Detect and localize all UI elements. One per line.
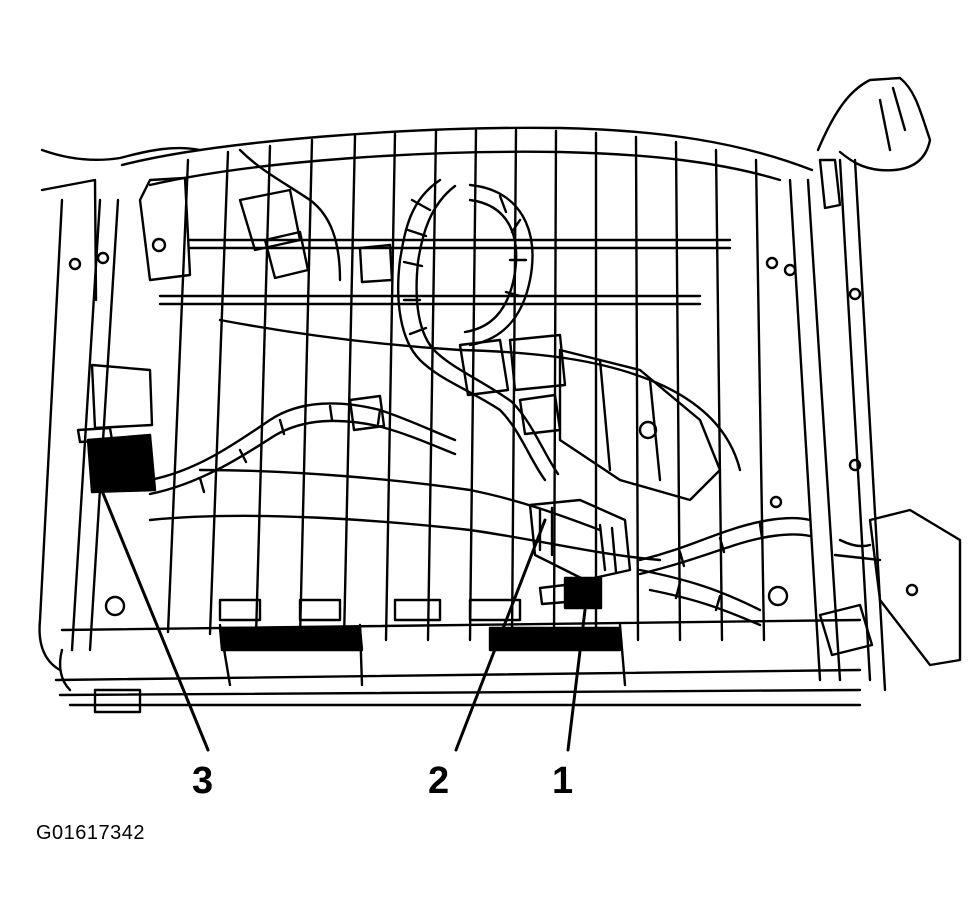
wiring-harness-front-2: [640, 534, 810, 574]
cross-tube-upper: [160, 296, 700, 304]
cross-tube-rear: [190, 240, 730, 248]
bolt-front-right: [769, 587, 787, 605]
connector-rear-left: [240, 190, 300, 250]
frame-left-outer: [40, 200, 62, 670]
motor-housing: [560, 350, 720, 500]
frame-right-bracket: [820, 160, 840, 208]
bolt-left-upper: [70, 259, 80, 269]
seat-pan-front: [150, 516, 660, 560]
bolt-right-front: [771, 497, 781, 507]
bolt-front-left: [106, 597, 124, 615]
callout-1: 1: [552, 760, 574, 802]
connector-center-a: [460, 340, 508, 395]
wiring-harness-loop-2: [465, 200, 516, 332]
rail-shading-left: [220, 628, 362, 650]
cylinder-right: [820, 605, 872, 655]
bolt-right-upper: [767, 258, 777, 268]
connector-center-b: [510, 335, 565, 390]
seat-back-outline: [818, 78, 930, 170]
seat-pan-contour-lower: [200, 470, 600, 530]
wiring-harness-front: [640, 518, 810, 560]
connector-2-body: [530, 500, 630, 580]
callout-2: 2: [428, 760, 450, 802]
connector-1-latch: [540, 585, 566, 604]
wiring-harness-left-2: [150, 421, 455, 494]
harness-rear-left: [240, 150, 340, 280]
bolt-right-mid: [785, 265, 795, 275]
front-rail-top: [62, 620, 860, 630]
bolt-right-lower: [850, 289, 860, 299]
frame-top-arch-inner: [150, 152, 780, 185]
module-3-housing: [92, 365, 152, 428]
frame-right-rail: [790, 180, 840, 680]
leader-line-3: [100, 486, 208, 750]
spring-right: [835, 540, 880, 560]
front-rail-tube: [60, 650, 70, 690]
harness-wrap-bands: [200, 196, 762, 610]
wiring-harness-down: [640, 570, 760, 625]
seat-pan-contour: [220, 320, 740, 470]
bolt-left-bracket: [153, 239, 165, 251]
connector-rear-left-2: [265, 232, 308, 278]
motor-bolt: [640, 422, 656, 438]
frame-left-rail: [72, 200, 118, 650]
wiring-harness-left: [150, 403, 455, 480]
rail-shading-right: [490, 628, 620, 650]
callout-3: 3: [192, 760, 214, 802]
front-lower-bracket: [95, 690, 140, 712]
bolt-left-mid: [98, 253, 108, 263]
bolt-right-side: [850, 460, 860, 470]
seat-cushion-left-edge: [42, 180, 96, 300]
frame-top-arch: [122, 128, 812, 170]
module-3-tab: [78, 428, 112, 442]
seat-back-inner: [880, 88, 905, 150]
connector-mid-left: [350, 396, 384, 430]
frame-left-bracket: [140, 178, 190, 280]
connector-rear-mid: [360, 245, 392, 282]
front-rail-base: [60, 690, 860, 705]
figure-id: G01617342: [36, 822, 146, 844]
front-rail-bottom: [56, 670, 860, 680]
seat-cushion-left-outline: [42, 148, 200, 160]
wiring-harness-main-2: [417, 186, 558, 474]
wiring-harness-main: [398, 180, 545, 480]
leader-line-2: [456, 520, 545, 750]
connector-1-body: [565, 578, 601, 608]
pivot-bracket-right: [870, 510, 960, 665]
wiring-harness-loop: [470, 185, 533, 345]
front-slots: [220, 600, 520, 620]
leader-line-1: [568, 610, 585, 750]
module-3-connector: [88, 435, 155, 492]
pivot-bolt: [907, 585, 917, 595]
